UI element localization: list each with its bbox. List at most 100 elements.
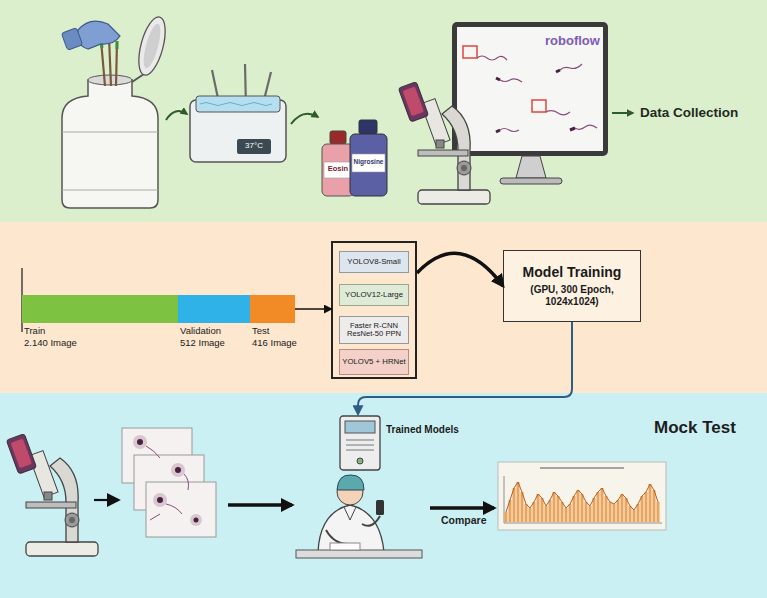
model-name: YOLOV5 + HRNet (342, 358, 405, 367)
model-box: YOLOV12-Large (339, 284, 409, 306)
technician (337, 475, 364, 490)
micrograph-stack (190, 514, 202, 526)
text-label: Mock Test (654, 418, 736, 438)
technician (296, 550, 422, 558)
split-segment: Train2.140 Image (22, 295, 178, 323)
liquid-nitrogen-dewar (61, 28, 82, 50)
split-label: 416 Image (252, 338, 297, 349)
micrograph-stack (153, 493, 167, 507)
liquid-nitrogen-dewar (62, 132, 158, 190)
monitor (463, 46, 477, 58)
stain-bottles (322, 144, 354, 196)
monitor (500, 178, 562, 184)
step-arrow (291, 114, 318, 124)
micrograph-stack (146, 446, 189, 520)
model-name: Faster R-CNN ResNet-50 PPN (342, 322, 406, 339)
micrograph-stack (157, 497, 163, 503)
technician (326, 530, 348, 544)
microscope (398, 82, 490, 204)
section-bands (0, 0, 767, 222)
technician (296, 475, 422, 558)
step-arrow (430, 506, 494, 510)
liquid-nitrogen-dewar (62, 80, 158, 208)
monitor (452, 22, 608, 156)
text-label: roboflow (545, 34, 600, 49)
water-bath (237, 139, 271, 154)
section-bands (0, 222, 767, 393)
computer-tower-art (340, 416, 380, 470)
step-arrow (228, 503, 292, 507)
monitor (496, 70, 575, 132)
model-box: YOLOV8-Small (339, 251, 409, 273)
stain-bottles (330, 131, 346, 144)
micrograph-stack (122, 428, 216, 537)
split-segment: Validation512 Image (178, 295, 250, 323)
split-label: 512 Image (180, 338, 225, 349)
process-box: Model Training (GPU, 300 Epoch, 1024x1024… (503, 250, 641, 322)
model-name: YOLOV8-Small (347, 258, 400, 267)
technician (330, 543, 360, 550)
monitor (516, 156, 546, 178)
step-arrow (166, 111, 187, 120)
model-name: YOLOV12-Large (345, 291, 403, 300)
technician (344, 507, 356, 520)
text-label: Eosin (323, 165, 353, 174)
stain-bottles (322, 120, 387, 196)
stain-bottles (359, 120, 377, 134)
monitor (477, 56, 597, 132)
micrograph-stack (194, 518, 199, 523)
section-bands (0, 393, 767, 598)
split-label: Train (24, 326, 45, 337)
stain-bottles (350, 134, 387, 196)
text-label: Data Collection (640, 105, 738, 121)
micrograph-stack (171, 463, 185, 477)
result-chart (506, 482, 658, 522)
split-label: 2.140 Image (24, 338, 77, 349)
process-detail: (GPU, 300 Epoch, 1024x1024) (506, 284, 638, 308)
flow-arrow (417, 253, 503, 286)
technician (318, 505, 384, 552)
liquid-nitrogen-dewar (61, 14, 170, 208)
text-label: 37°C (237, 141, 271, 150)
technician (376, 500, 384, 515)
technician (362, 516, 380, 526)
model-box: Faster R-CNN ResNet-50 PPN (339, 316, 409, 344)
micrograph-stack (146, 482, 216, 537)
microscope (6, 434, 98, 556)
monitor (532, 100, 546, 112)
result-chart (506, 482, 658, 512)
water-bath (200, 103, 272, 106)
split-label: Test (252, 326, 269, 337)
text-label: Nigrosine (352, 158, 385, 165)
micrograph-stack (133, 435, 147, 449)
model-box: YOLOV5 + HRNet (339, 349, 409, 375)
node-caption: Trained Models (386, 424, 459, 436)
split-segment: Test416 Image (250, 295, 295, 323)
micrograph-stack (137, 439, 143, 445)
computer-tower: Trained Models (336, 414, 384, 472)
flow-arrow (295, 308, 331, 310)
liquid-nitrogen-dewar (77, 21, 120, 49)
text-label: Compare (441, 514, 487, 526)
liquid-nitrogen-dewar (134, 14, 171, 78)
result-chart (498, 462, 666, 530)
result-chart (540, 467, 624, 469)
monitor (452, 22, 608, 184)
water-bath (196, 96, 280, 112)
step-arrow (612, 112, 633, 114)
model-group: YOLOV8-SmallYOLOV12-LargeFaster R-CNN Re… (331, 241, 417, 379)
micrograph-stack (175, 467, 181, 473)
result-chart (498, 462, 666, 530)
liquid-nitrogen-dewar (132, 74, 144, 82)
stain-bottles (324, 162, 352, 178)
step-arrow (94, 499, 118, 501)
water-bath (190, 64, 286, 162)
result-chart (504, 476, 662, 523)
computer-tower-art (346, 440, 374, 450)
computer-tower-art (357, 458, 363, 464)
process-title: Model Training (523, 264, 622, 280)
monitor (457, 27, 603, 151)
